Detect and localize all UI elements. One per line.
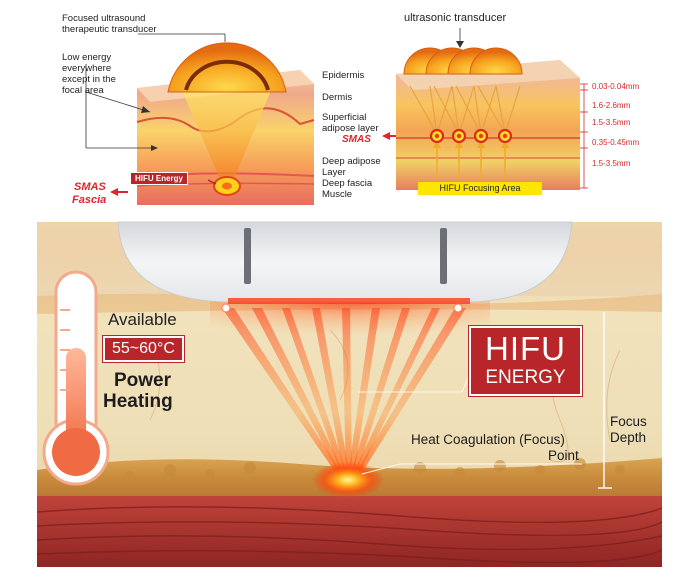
- fascia-label: Fascia: [72, 194, 107, 206]
- hifu-energy-title: HIFU: [485, 330, 566, 367]
- energy-cone: [181, 88, 272, 184]
- measure-deep-adipose: 1.5-3.5mm: [592, 159, 631, 168]
- focus-point-label: Point: [548, 448, 579, 463]
- available-label: Available: [108, 310, 177, 329]
- top-right-diagram: [382, 28, 588, 195]
- thermometer-icon: [42, 270, 110, 486]
- muscle-layer: [37, 496, 662, 567]
- smas-label-left: SMAS: [74, 181, 106, 193]
- top-left-diagram: [85, 33, 315, 205]
- energy-beams: [222, 308, 466, 482]
- hifu-probe: [117, 221, 573, 303]
- power-label: Power: [114, 370, 172, 391]
- heating-label: Heating: [103, 391, 173, 412]
- focusing-area-bar: [418, 182, 542, 195]
- transducer-label-left: Focused ultrasound therapeutic transduce…: [62, 13, 157, 35]
- layer-deep-fascia: Deep fascia: [322, 178, 373, 189]
- focus-depth-line1: Focus: [610, 414, 647, 429]
- layer-superficial-adipose: Superficial adipose layer: [322, 112, 379, 134]
- focusing-area-label: HIFU Focusing Area: [439, 183, 521, 193]
- layer-deep-adipose: Deep adipose Layer: [322, 156, 381, 178]
- hifu-energy-badge: HIFU Energy: [130, 172, 189, 185]
- focus-depth-line2: Depth: [610, 430, 647, 445]
- measure-smas: 0.35-0.45mm: [592, 138, 640, 147]
- low-energy-label: Low energy everywhere except in the foca…: [62, 52, 116, 96]
- transducer-dome: [167, 42, 287, 93]
- layer-dermis: Dermis: [322, 92, 353, 103]
- measure-dermis: 1.6-2.6mm: [592, 101, 631, 110]
- focus-depth-label: Focus Depth: [610, 414, 647, 446]
- hifu-energy-box: HIFU ENERGY: [469, 326, 582, 396]
- layer-muscle: Muscle: [322, 189, 353, 200]
- layer-smas: SMAS: [342, 134, 371, 145]
- layer-epidermis: Epidermis: [322, 70, 365, 81]
- measure-superficial-adipose: 1.5-3.5mm: [592, 118, 631, 127]
- measure-epidermis: 0.03-0.04mm: [592, 82, 640, 91]
- heat-coagulation-label: Heat Coagulation (Focus): [411, 432, 565, 447]
- ultrasonic-transducer-label: ultrasonic transducer: [404, 12, 507, 24]
- focus-point-glow: [312, 462, 384, 498]
- hifu-energy-subtitle: ENERGY: [485, 367, 566, 388]
- temperature-badge: 55~60°C: [103, 336, 184, 362]
